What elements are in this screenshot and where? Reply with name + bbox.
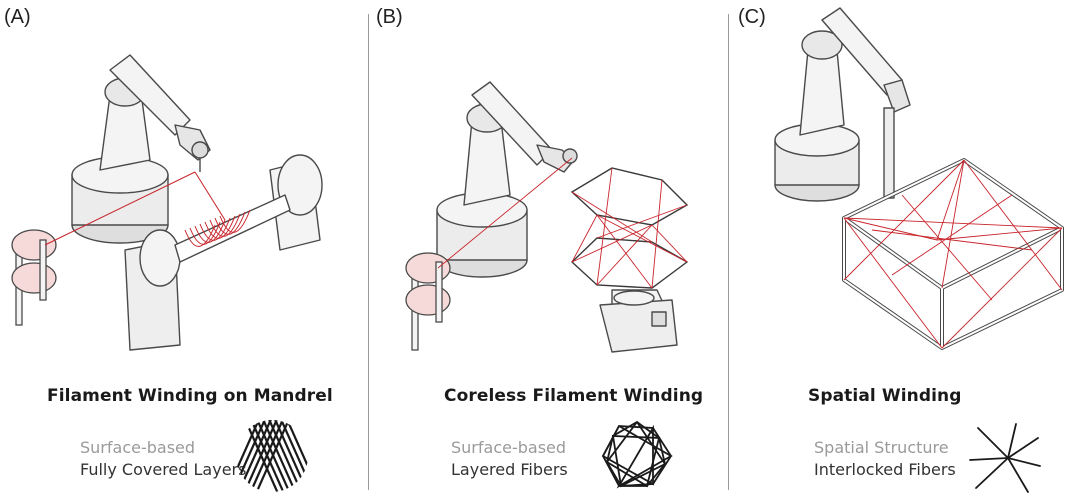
coreless-winding-illustration (405, 81, 689, 353)
mandrel-machine-icon (124, 154, 323, 351)
layered-fiber-icon (437, 157, 688, 289)
panel-coreless-filament-winding: (B) (372, 0, 722, 500)
robot-arm-icon (774, 7, 911, 202)
panel-spatial-winding: (C) Spa (732, 0, 1080, 500)
method-title: Filament Winding on Mandrel (47, 386, 333, 406)
diagonal-weave-circle-icon (236, 420, 308, 492)
method-description: Fully Covered Layers (80, 460, 247, 479)
robot-arm-icon (71, 54, 211, 244)
fiber-winding-icon (44, 171, 251, 247)
hexagon-frame-icon (570, 167, 689, 289)
panel-filament-winding-on-mandrel: (A) (0, 0, 362, 500)
panel-divider (728, 14, 729, 490)
spool-rack-icon (405, 252, 451, 351)
mandrel-winding-illustration (11, 54, 323, 351)
spatial-winding-illustration (774, 7, 1064, 350)
panel-label: (B) (376, 6, 403, 28)
method-title: Coreless Filament Winding (444, 386, 704, 406)
method-title: Spatial Winding (808, 386, 962, 406)
method-description: Interlocked Fibers (814, 460, 956, 479)
radiating-lines-icon (969, 423, 1041, 493)
rotary-positioner-icon (599, 289, 678, 353)
interlocked-fiber-icon (843, 159, 1063, 349)
robot-arm-icon (436, 81, 578, 278)
star-polygon-fibers-icon (601, 420, 673, 489)
method-category: Spatial Structure (814, 438, 949, 457)
method-description: Layered Fibers (451, 460, 568, 479)
panel-label: (A) (4, 6, 31, 28)
method-category: Surface-based (80, 438, 196, 457)
spool-rack-icon (11, 229, 57, 326)
method-category: Surface-based (451, 438, 567, 457)
panel-divider (368, 14, 369, 490)
panel-label: (C) (738, 6, 766, 28)
